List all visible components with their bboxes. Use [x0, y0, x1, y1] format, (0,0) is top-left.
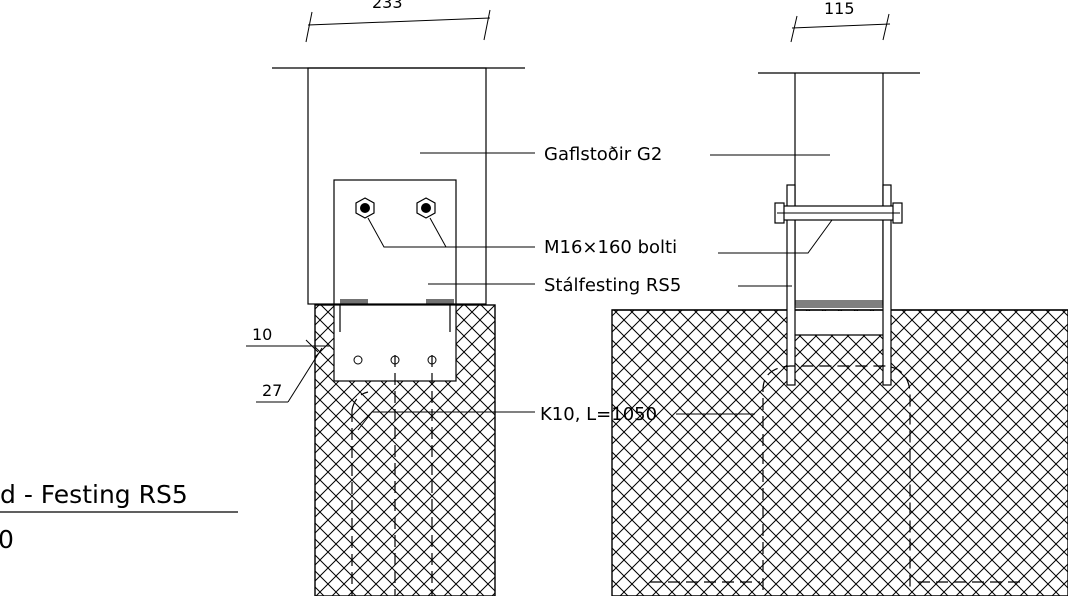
- dimension-27-label: 27: [262, 381, 282, 400]
- foundation-right: [611, 309, 1068, 596]
- bolt-right: [774, 202, 903, 224]
- dimension-233-label: 233: [372, 0, 403, 12]
- dimension-233: 233: [305, 0, 491, 43]
- weld-left-2: [426, 299, 454, 305]
- left-view: 233: [246, 0, 535, 596]
- bracket-plate-right-a: [786, 184, 796, 386]
- title-block: d - Festing RS5 0: [0, 480, 238, 554]
- dimension-10: 10: [246, 325, 330, 353]
- leader-bolt-left-1: [367, 217, 535, 248]
- leader-rebar-left: [357, 411, 535, 431]
- dimension-27: 27: [256, 347, 323, 403]
- bolt-left-2: [416, 197, 436, 219]
- rebar-right: [650, 365, 1020, 590]
- callout-post: Gaflstoðir G2: [544, 144, 662, 165]
- leader-bolt-left-2: [429, 217, 447, 248]
- weld-left-1: [340, 299, 368, 305]
- steel-bracket-plate: [333, 179, 457, 305]
- weld-right: [795, 300, 883, 308]
- bolt-left-1: [355, 197, 375, 219]
- right-view: 115: [611, 0, 1068, 596]
- dimension-10-label: 10: [252, 325, 272, 344]
- dimension-115: 115: [790, 0, 891, 43]
- callout-bolt: M16×160 bolti: [544, 237, 677, 258]
- callout-bracket: Stálfesting RS5: [544, 275, 681, 296]
- bracket-plate-right-b: [882, 184, 892, 386]
- dimension-115-label: 115: [824, 0, 855, 18]
- drawing-title: d - Festing RS5: [0, 480, 188, 509]
- rebar-left: [351, 355, 433, 596]
- bracket-embed: [333, 304, 457, 382]
- embed-gap-right: [795, 311, 883, 335]
- drawing-scale: 0: [0, 525, 14, 554]
- leader-bolt-right: [718, 219, 833, 254]
